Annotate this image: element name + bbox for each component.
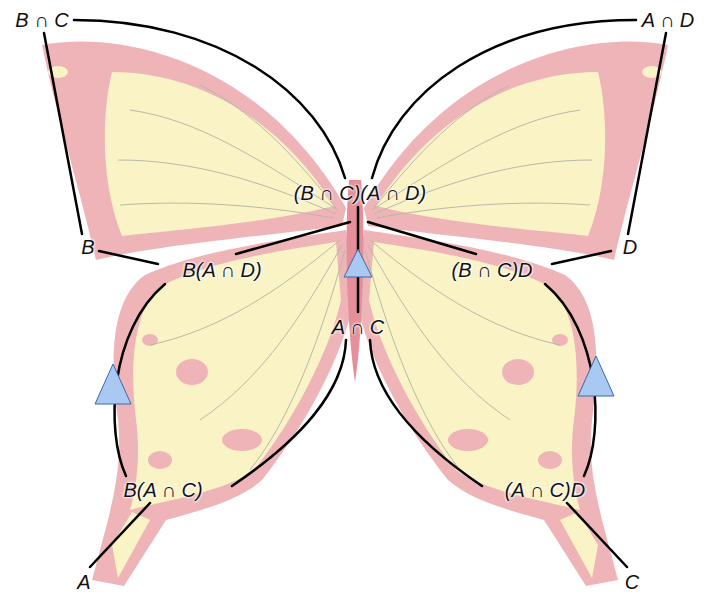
set-label: (B ∩ C)D	[451, 259, 532, 281]
set-label: (A ∩ C)D	[505, 479, 585, 501]
set-label: A ∩ D	[642, 9, 695, 31]
set-curves	[44, 20, 666, 567]
set-label: B ∩ C	[15, 9, 68, 31]
set-label: D	[623, 236, 637, 258]
set-label: A ∩ C	[332, 316, 385, 338]
set-label: B	[81, 236, 94, 258]
set-label: C	[625, 571, 639, 593]
set-label: B(A ∩ D)	[182, 259, 261, 281]
set-label: B(A ∩ C)	[123, 479, 202, 501]
wing-half	[42, 42, 354, 586]
set-label: (B ∩ C)(A ∩ D)	[294, 182, 426, 204]
triangle-marker	[95, 249, 614, 404]
set-label: A	[77, 571, 90, 593]
